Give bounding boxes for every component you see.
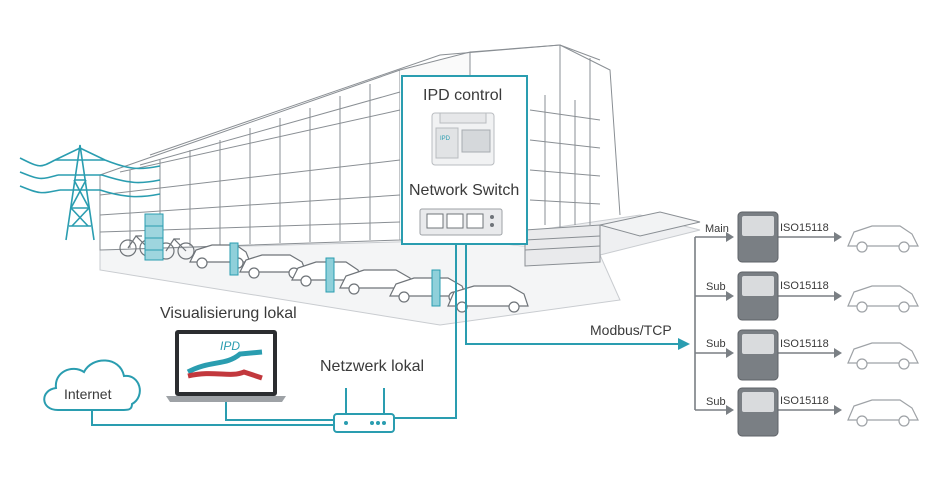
- charger-icon: [737, 211, 779, 263]
- charger-bus-lines: [694, 236, 838, 411]
- car-icon: [847, 342, 919, 370]
- power-pylon-icon: [19, 144, 161, 241]
- network-switch-icon: [419, 208, 503, 236]
- svg-text:IPD: IPD: [220, 339, 240, 353]
- laptop-icon: IPD: [166, 330, 286, 402]
- charger-protocol-label: ISO15118: [780, 222, 829, 234]
- charger-icon: [737, 387, 779, 437]
- charger-icon: [737, 271, 779, 321]
- charger-protocol-label: ISO15118: [780, 395, 829, 407]
- charger-protocol-label: ISO15118: [780, 280, 829, 292]
- modbus-arrow-icon: [678, 338, 690, 350]
- router-icon: [333, 388, 395, 433]
- ipd-control-label: IPD control: [423, 87, 503, 104]
- visualisierung-label: Visualisierung lokal: [160, 305, 297, 322]
- car-icon: [847, 285, 919, 313]
- network-lines: [91, 244, 680, 426]
- charger-role-label: Sub: [706, 281, 726, 293]
- internet-label: Internet: [64, 386, 112, 402]
- charger-icon: [737, 329, 779, 381]
- battery-storage-icon: [144, 213, 164, 261]
- charger-protocol-label: ISO15118: [780, 338, 829, 350]
- modbus-label: Modbus/TCP: [590, 322, 672, 338]
- network-switch-label: Network Switch: [409, 182, 520, 199]
- svg-text:IPD: IPD: [440, 136, 451, 142]
- charger-role-label: Main: [705, 223, 729, 235]
- charger-role-label: Sub: [706, 396, 726, 408]
- charger-arrows: [726, 232, 842, 415]
- car-icon: [847, 399, 919, 427]
- charger-role-label: Sub: [706, 338, 726, 350]
- charging-posts: [229, 242, 441, 307]
- cloud-icon: [43, 359, 141, 411]
- netzwerk-label: Netzwerk lokal: [320, 358, 425, 375]
- ipd-device-icon: IPD: [431, 112, 495, 166]
- car-icon: [847, 225, 919, 253]
